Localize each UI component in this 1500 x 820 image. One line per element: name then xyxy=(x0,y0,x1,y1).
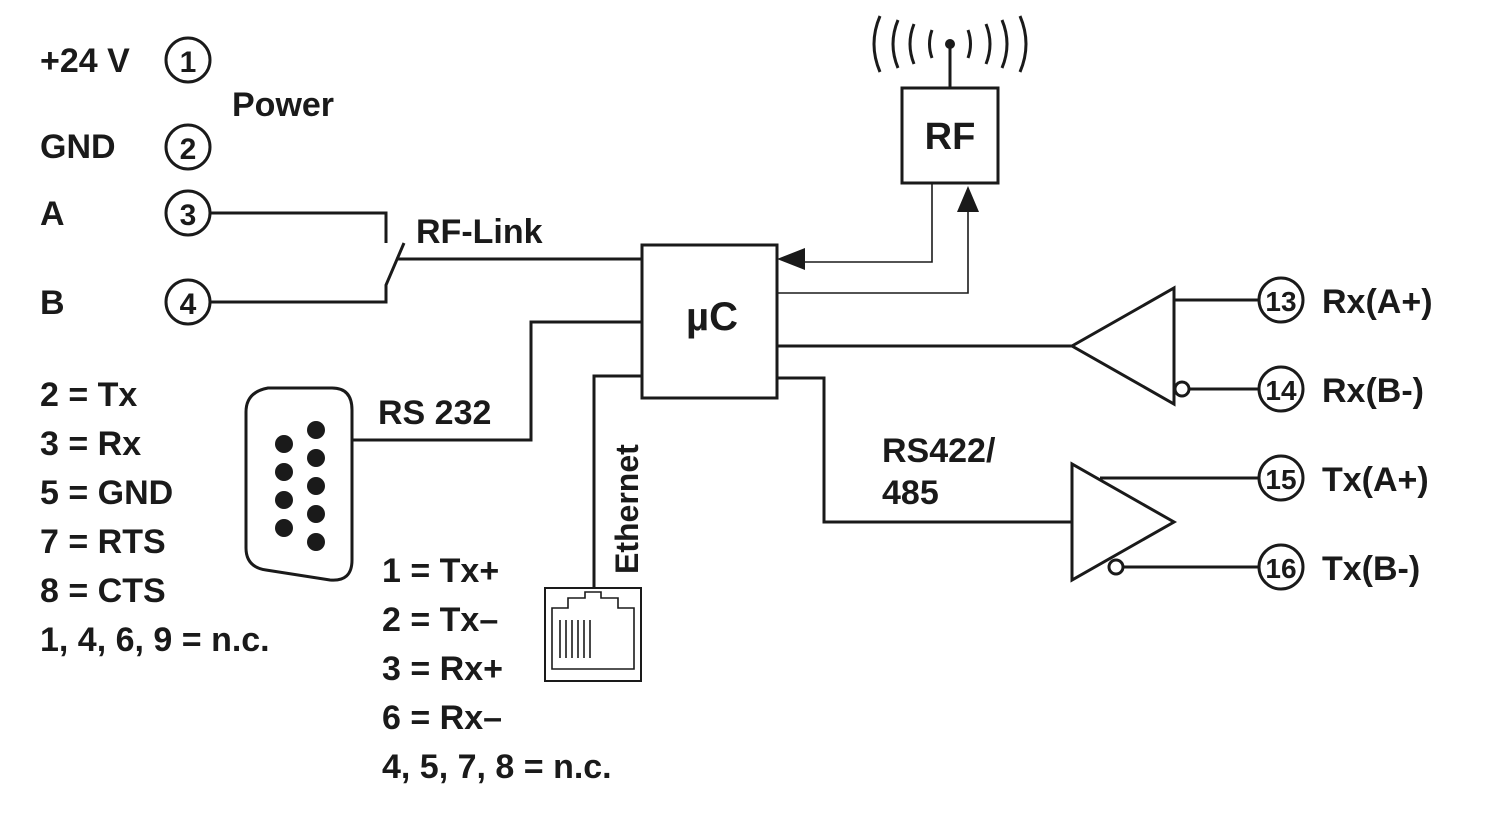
rs485-label-line1: RS422/ xyxy=(882,432,996,470)
rs232-pin-line: 8 = CTS xyxy=(40,572,166,610)
terminal-13-number: 13 xyxy=(1265,286,1296,317)
rs485-transmitter-amplifier xyxy=(777,376,1258,583)
rf-module-block xyxy=(900,86,1000,185)
rf-link-label: RF-Link xyxy=(416,213,543,251)
terminal-16-circle xyxy=(1257,543,1305,591)
terminal-14-name: Rx(B-) xyxy=(1322,372,1424,410)
rs232-pin-line: 3 = Rx xyxy=(40,425,141,463)
rs485-label-line2: 485 xyxy=(882,474,939,512)
terminal-15-name: Tx(A+) xyxy=(1322,461,1429,499)
rs232-pin-line: 2 = Tx xyxy=(40,376,137,414)
terminal-1-name: +24 V xyxy=(40,42,130,80)
terminal-16-number: 16 xyxy=(1265,553,1296,584)
rs232-line xyxy=(352,320,642,442)
terminal-4-name: B xyxy=(40,284,65,322)
terminal-1-circle xyxy=(164,36,212,84)
antenna-icon xyxy=(872,15,1028,88)
terminal-2-circle xyxy=(164,123,212,171)
ethernet-pin-line: 2 = Tx– xyxy=(382,601,498,639)
rs232-pin-line: 5 = GND xyxy=(40,474,173,512)
ethernet-pin-line: 4, 5, 7, 8 = n.c. xyxy=(382,748,612,786)
terminal-15-circle xyxy=(1257,454,1305,502)
terminal-3-number: 3 xyxy=(180,199,197,232)
terminal-13-name: Rx(A+) xyxy=(1322,283,1433,321)
terminal-14-number: 14 xyxy=(1265,375,1297,406)
db9-connector-icon xyxy=(244,386,354,582)
microcontroller-label: µC xyxy=(686,295,738,339)
rs232-pin-line: 7 = RTS xyxy=(40,523,166,561)
rf-signal-lines xyxy=(777,183,979,294)
terminal-16-name: Tx(B-) xyxy=(1322,550,1420,588)
ethernet-pin-line: 3 = Rx+ xyxy=(382,650,503,688)
terminal-14-circle xyxy=(1257,365,1305,413)
rf-module-label: RF xyxy=(925,116,976,158)
rf-link-switch xyxy=(210,211,642,304)
terminal-15-number: 15 xyxy=(1265,464,1296,495)
ethernet-pin-line: 1 = Tx+ xyxy=(382,552,499,590)
terminal-4-number: 4 xyxy=(180,288,197,321)
terminal-2-number: 2 xyxy=(180,133,197,166)
rs232-label: RS 232 xyxy=(378,394,491,432)
rs232-pin-line: 1, 4, 6, 9 = n.c. xyxy=(40,621,270,659)
ethernet-label: Ethernet xyxy=(609,444,645,574)
ethernet-line xyxy=(592,374,642,588)
ethernet-pin-line: 6 = Rx– xyxy=(382,699,502,737)
terminal-2-name: GND xyxy=(40,128,116,166)
terminal-13-circle xyxy=(1257,276,1305,324)
terminal-1-number: 1 xyxy=(180,46,197,79)
terminal-3-name: A xyxy=(40,195,65,233)
rs485-receiver-amplifier xyxy=(777,285,1258,407)
power-label: Power xyxy=(232,86,334,124)
rj45-jack-icon xyxy=(544,587,642,682)
